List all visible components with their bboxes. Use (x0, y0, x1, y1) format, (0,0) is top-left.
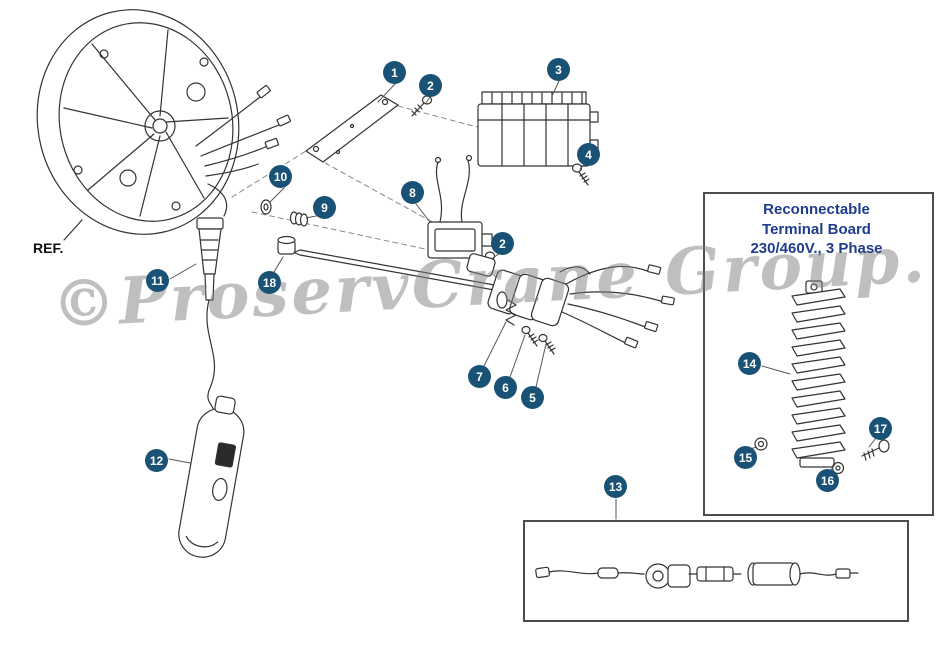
contact-block-cluster (466, 253, 591, 327)
callout-14: 14 (738, 352, 761, 375)
housing-wires (195, 84, 291, 217)
spring-7 (505, 299, 517, 326)
cluster-wires (561, 264, 675, 349)
cable-kit-13 (535, 562, 859, 589)
callout-12: 12 (145, 449, 168, 472)
callout-13: 13 (604, 475, 627, 498)
screw-6 (521, 325, 539, 347)
callout-16: 16 (816, 469, 839, 492)
callout-2b: 2 (491, 232, 514, 255)
screw-4 (571, 163, 590, 186)
callout-9: 9 (313, 196, 336, 219)
callout-10: 10 (269, 165, 292, 188)
callout-leader-lines (168, 80, 877, 520)
spring-washer-9 (289, 211, 309, 227)
cable-kit-box (523, 520, 909, 622)
ref-pointer-line (63, 219, 83, 241)
callout-2: 2 (419, 74, 442, 97)
terminal-board-14 (791, 280, 846, 468)
motor-housing (36, 9, 240, 235)
contactor-3 (477, 91, 599, 167)
screw-5 (538, 333, 556, 355)
callout-18: 18 (258, 271, 281, 294)
terminal-board-title-line3: 230/460V., 3 Phase (750, 240, 883, 257)
callout-11: 11 (146, 269, 169, 292)
ref-label: REF. (33, 240, 64, 256)
callout-3: 3 (547, 58, 570, 81)
washer-15 (754, 437, 768, 451)
callout-15: 15 (734, 446, 757, 469)
bushing-18 (277, 235, 296, 255)
pendant-control-12 (178, 395, 245, 558)
callout-8: 8 (401, 181, 424, 204)
callout-4: 4 (577, 143, 600, 166)
terminal-board-box-title: Reconnectable Terminal Board 230/460V., … (705, 200, 928, 259)
terminal-board-title-line1: Reconnectable (763, 201, 870, 218)
washer-10 (260, 199, 272, 215)
terminal-board-title-line2: Terminal Board (762, 220, 871, 238)
circuit-board-1 (305, 94, 399, 163)
callout-5: 5 (521, 386, 544, 409)
screw-17 (861, 439, 890, 461)
pendant-cable (206, 299, 216, 415)
callout-7: 7 (468, 365, 491, 388)
callout-6: 6 (494, 376, 517, 399)
switch-assembly-8 (427, 154, 493, 259)
callout-17: 17 (869, 417, 892, 440)
terminal-board-box (703, 192, 934, 516)
callout-1: 1 (383, 61, 406, 84)
cord-grip-11 (196, 217, 224, 301)
